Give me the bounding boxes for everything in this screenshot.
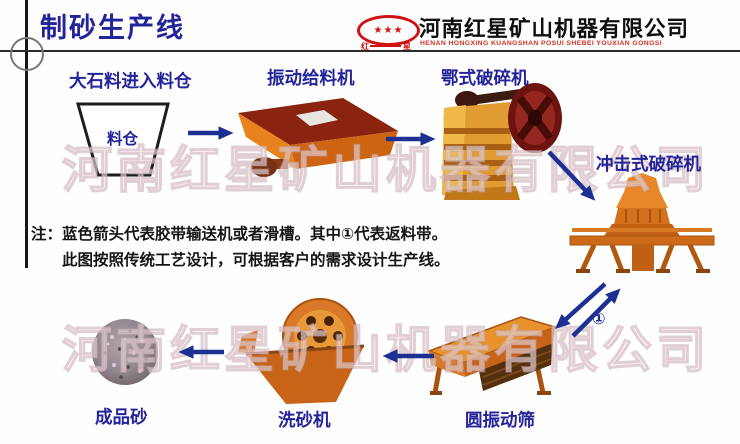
vibrating-screen-image — [426, 316, 558, 395]
label-vibrating-screen: 圆振动筛 — [465, 410, 535, 430]
sand-washer-image — [238, 298, 365, 404]
label-sand-washer: 洗砂机 — [278, 410, 331, 430]
logo-badge-right: 星 — [403, 42, 411, 51]
label-jaw-crusher: 鄂式破碎机 — [441, 68, 529, 88]
left-guide-line — [25, 0, 28, 268]
company-name: 河南红星矿山机器有限公司 — [419, 17, 690, 41]
page-title: 制砂生产线 — [40, 13, 185, 43]
arrow-jaw-to-impact — [547, 150, 596, 201]
label-feeder: 振动给料机 — [267, 68, 355, 88]
logo-oval: ★★★ — [357, 15, 420, 46]
header-divider — [0, 50, 740, 52]
note-block: 注： 蓝色箭头代表胶带输送机或者滑槽。其中①代表返料带。 此图按照传统工艺设计，… — [31, 222, 450, 274]
label-stage1: 大石料进入料仓 — [69, 71, 192, 91]
note-line-2: 此图按照传统工艺设计，可根据客户的需求设计生产线。 — [62, 252, 450, 269]
logo-stars-icon: ★★★ — [373, 24, 404, 36]
company-name-pinyin: HENAN HONGXING KUANGSHAN POSUI SHEBEI YO… — [420, 40, 662, 47]
logo-badge-line — [370, 45, 401, 47]
note-line-1: 蓝色箭头代表胶带输送机或者滑槽。其中①代表返料带。 — [62, 226, 448, 243]
arrow-impact-to-screen — [554, 282, 607, 330]
vibrating-feeder-image — [238, 98, 398, 177]
return-belt-marker: ① — [592, 311, 606, 328]
logo-badge-left: 红 — [361, 42, 369, 51]
label-impact-crusher: 冲击式破碎机 — [596, 154, 701, 174]
arrow-screen-return-to-impact — [571, 288, 621, 338]
hopper-image — [76, 102, 170, 177]
impact-crusher-image — [569, 173, 715, 273]
jaw-crusher-image — [442, 83, 562, 200]
note-prefix: 注： — [31, 226, 63, 243]
label-hopper: 料仓 — [107, 131, 139, 148]
label-finished-sand: 成品砂 — [95, 407, 148, 427]
crosshair-circle-mark — [10, 37, 44, 71]
finished-sand-image — [92, 319, 158, 385]
